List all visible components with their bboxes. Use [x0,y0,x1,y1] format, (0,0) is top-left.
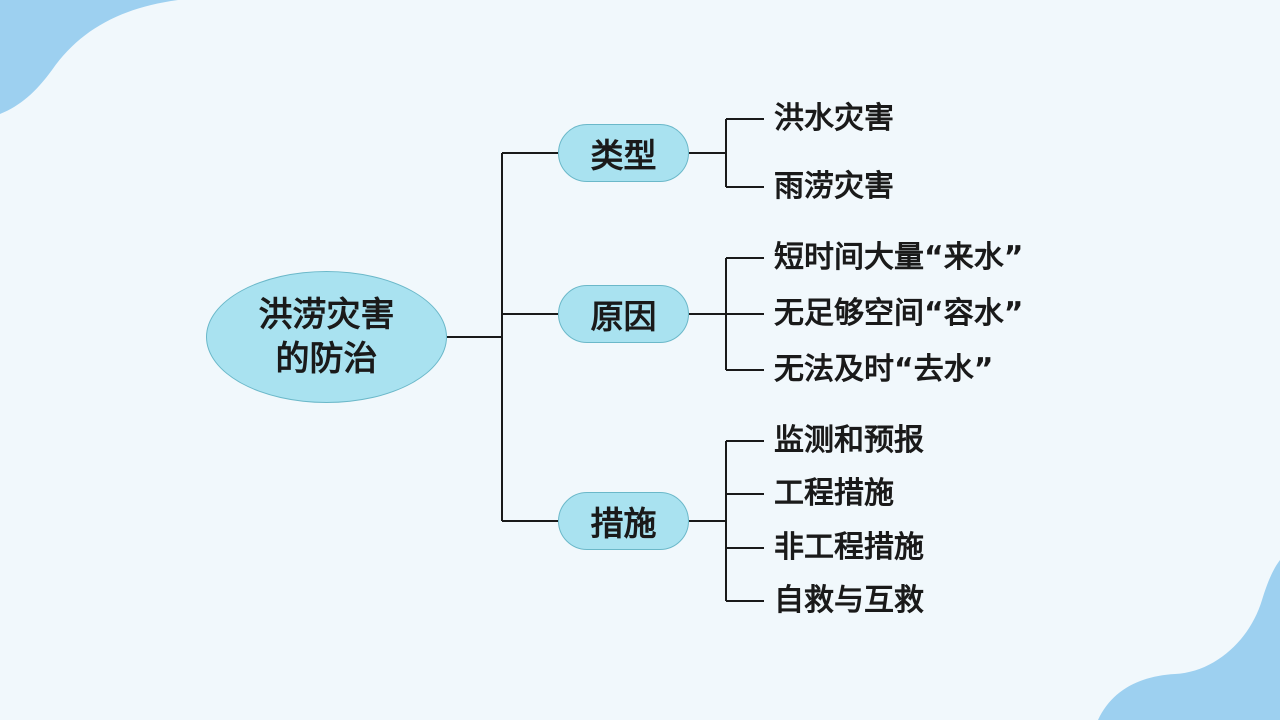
root-label-line2: 的防治 [275,339,378,379]
leaf-monitoring-forecast: 监测和预报 [774,423,924,458]
bottom-right-decor-blob [1098,560,1280,720]
root-label-line1: 洪涝灾害 [258,295,395,335]
leaf-flood-disaster: 洪水灾害 [774,101,894,136]
root-connectors [447,152,558,522]
branch-label: 类型 [590,136,657,175]
cause-connectors [689,257,764,371]
measure-connectors [689,440,764,602]
root-node: 洪涝灾害 的防治 [206,271,447,403]
branch-label: 措施 [590,504,657,543]
branch-node-cause: 原因 [558,285,689,343]
branch-node-measure: 措施 [558,492,689,550]
leaf-cause-incoming-water: 短时间大量“来水” [774,240,1024,275]
branch-label: 原因 [590,297,657,336]
leaf-cause-draining-water: 无法及时“去水” [774,352,994,387]
branch-node-type: 类型 [558,124,689,182]
top-left-decor-blob [0,0,178,114]
type-connectors [689,118,764,188]
leaf-waterlogging-disaster: 雨涝灾害 [774,169,894,204]
leaf-non-engineering-measures: 非工程措施 [774,530,924,565]
leaf-engineering-measures: 工程措施 [774,476,894,511]
leaf-self-and-mutual-rescue: 自救与互救 [774,583,924,618]
leaf-cause-holding-water: 无足够空间“容水” [774,296,1024,331]
